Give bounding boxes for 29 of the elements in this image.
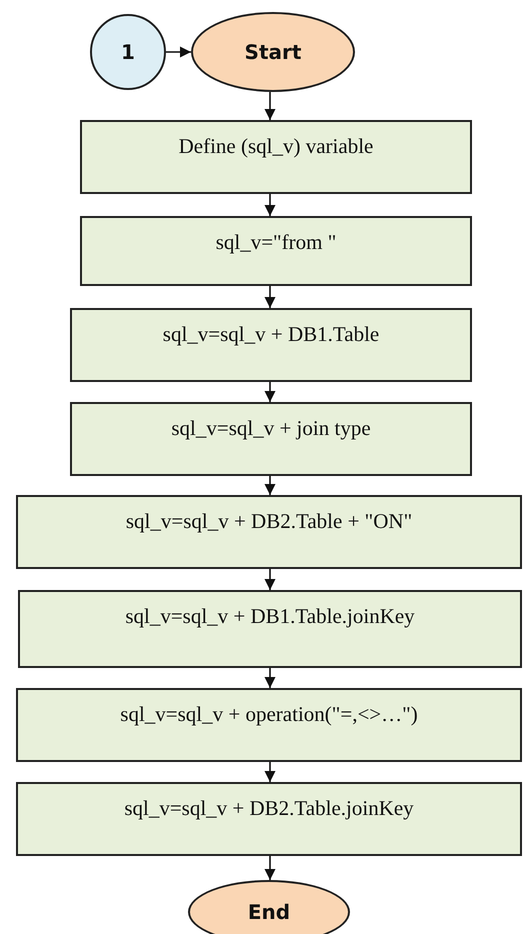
process-box	[80, 120, 472, 194]
arrow	[166, 46, 191, 58]
node-text: End	[248, 900, 290, 924]
node-text: sql_v=sql_v + operation("=,<>…")	[120, 702, 418, 727]
node-text: sql_v=sql_v + DB2.Table + "ON"	[126, 509, 412, 534]
process-box	[70, 402, 472, 476]
node-text: Start	[244, 40, 302, 64]
node-text: sql_v=sql_v + DB2.Table.joinKey	[124, 796, 414, 821]
arrow	[264, 762, 276, 782]
node-text: sql_v=sql_v + DB1.Table.joinKey	[125, 604, 415, 629]
process-box	[16, 688, 522, 762]
arrow	[264, 194, 276, 216]
arrow	[264, 668, 276, 688]
arrow	[264, 569, 276, 590]
process-box	[16, 782, 522, 856]
process-box	[16, 495, 522, 569]
node-text: sql_v=sql_v + DB1.Table	[162, 322, 380, 347]
process-box	[70, 308, 472, 382]
process-box	[80, 216, 472, 286]
arrow	[264, 286, 276, 308]
arrow	[264, 856, 276, 880]
arrow	[264, 476, 276, 495]
arrow	[264, 382, 276, 402]
node-text: sql_v=sql_v + join type	[171, 416, 371, 441]
node-text: 1	[121, 40, 135, 64]
node-text: Define (sql_v) variable	[178, 134, 374, 159]
arrow	[264, 92, 276, 120]
process-box	[18, 590, 522, 668]
node-text: sql_v="from "	[216, 230, 336, 255]
